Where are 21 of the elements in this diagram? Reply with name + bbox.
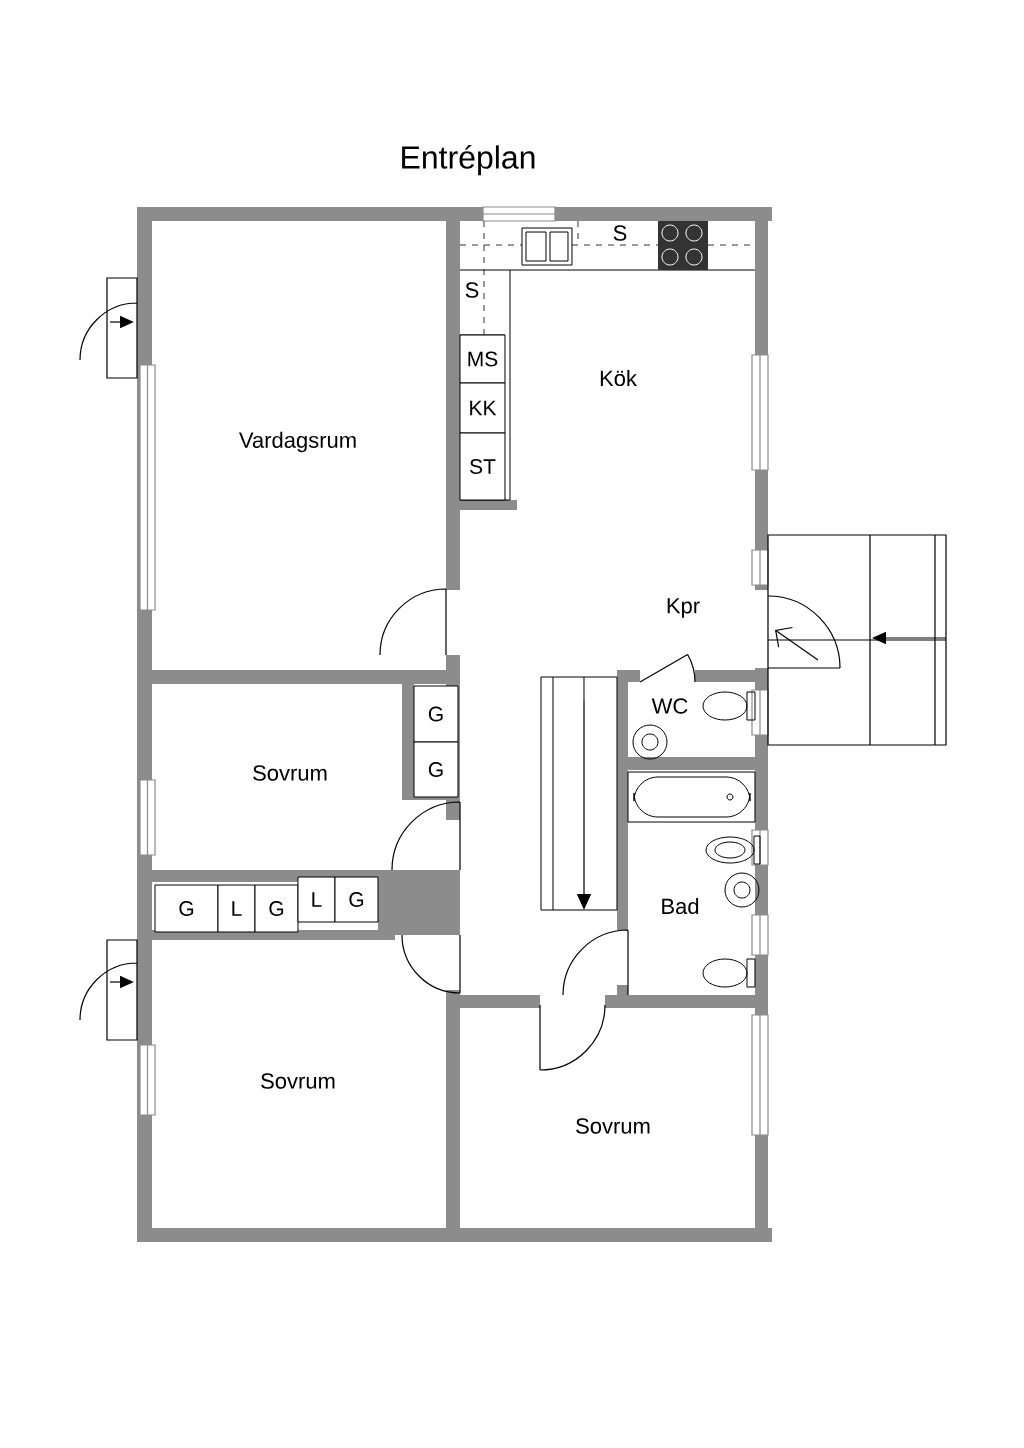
cabinet-label: G xyxy=(413,741,459,798)
cabinet-label: L xyxy=(297,876,336,923)
cabinet-label: G xyxy=(154,884,219,933)
cabinet-label: KK xyxy=(459,382,506,434)
title: Entréplan xyxy=(402,144,535,176)
cabinet-label: ST xyxy=(459,432,506,501)
room-label: Vardagsrum xyxy=(239,431,356,453)
cabinet-label: G xyxy=(334,876,379,923)
room-label: WC xyxy=(651,698,688,714)
room-label: S xyxy=(465,282,479,298)
cabinet-label: MS xyxy=(459,334,506,384)
room-label: Kpr xyxy=(667,598,700,618)
cabinet-label: G xyxy=(254,884,299,933)
room-label: Bad xyxy=(662,897,699,915)
room-label: Sovrum xyxy=(253,765,327,781)
room-label: Kök xyxy=(600,369,637,387)
room-label: S xyxy=(613,225,627,241)
cabinet-label: L xyxy=(217,884,256,933)
room-label: Sovrum xyxy=(261,1073,335,1089)
room-label: Sovrum xyxy=(576,1118,650,1134)
cabinet-label: G xyxy=(413,685,459,743)
